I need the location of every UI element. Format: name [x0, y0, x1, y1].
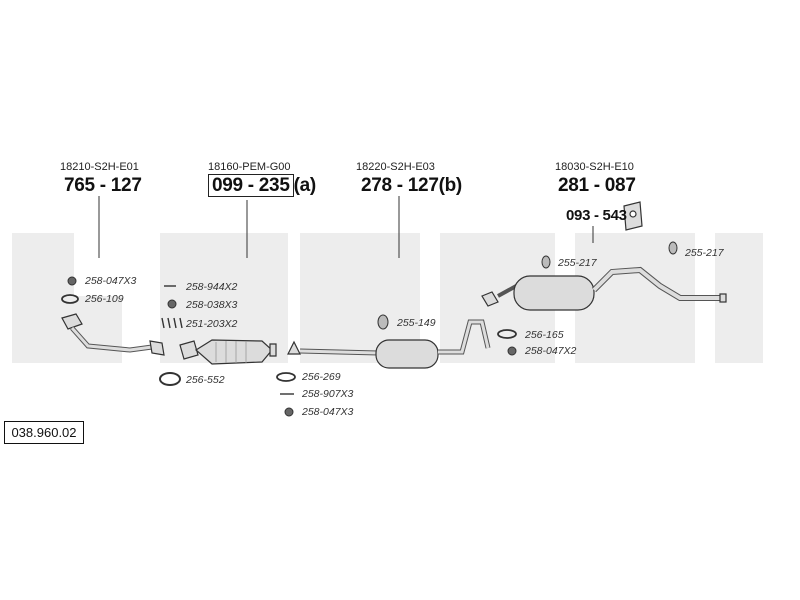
label-seal-ring: 256-552 [186, 374, 225, 386]
label-gasket: 256-269 [302, 371, 341, 383]
nut-icon [67, 276, 77, 286]
label-bolt: 258-907X3 [302, 388, 354, 400]
label-nut: 258-038X3 [186, 299, 238, 311]
oem-number-front-pipe: 18210-S2H-E01 [60, 161, 139, 173]
nut-icon [167, 299, 177, 309]
nut-icon [507, 346, 517, 356]
leader-lines [98, 196, 594, 258]
seal-ring-icon [159, 372, 181, 386]
part-number-front-pipe: 765 - 127 [64, 175, 142, 196]
center-silencer [287, 319, 491, 369]
diagram-reference-number: 038.960.02 [4, 421, 84, 444]
front-pipe [61, 313, 165, 356]
label-gasket: 256-109 [85, 293, 124, 305]
part-number-bracket: 093 - 543 [566, 207, 627, 224]
catalytic-converter [179, 339, 277, 365]
rear-silencer [481, 266, 727, 311]
nut-icon [284, 407, 294, 417]
label-gasket: 256-165 [525, 329, 564, 341]
part-number-catalyst: 099 - 235(a) [208, 174, 316, 197]
oem-number-catalyst: 18160-PEM-G00 [208, 161, 291, 173]
spring-icon [161, 317, 183, 329]
label-bolt: 258-944X2 [186, 281, 238, 293]
label-rubber-hanger: 255-217 [685, 247, 724, 259]
rubber-hanger-icon [377, 314, 389, 330]
oem-number-center-silencer: 18220-S2H-E03 [356, 161, 435, 173]
label-nut: 258-047X2 [525, 345, 577, 357]
rubber-hanger-icon [541, 255, 551, 269]
label-rubber-hanger: 255-217 [558, 257, 597, 269]
rubber-hanger-icon [668, 241, 678, 255]
bracket-part [623, 201, 643, 231]
part-number-rear-silencer: 281 - 087 [558, 175, 636, 196]
gasket-icon [497, 329, 517, 339]
gasket-icon [276, 372, 296, 382]
label-nut: 258-047X3 [302, 406, 354, 418]
label-nut: 258-047X3 [85, 275, 137, 287]
label-spring: 251-203X2 [186, 318, 238, 330]
oem-number-rear-silencer: 18030-S2H-E10 [555, 161, 634, 173]
label-rubber-hanger: 255-149 [397, 317, 436, 329]
hardware-icons [61, 241, 678, 417]
part-number-center-silencer: 278 - 127(b) [361, 175, 462, 196]
gasket-icon [61, 294, 79, 304]
part-number-box: 099 - 235 [208, 174, 294, 197]
